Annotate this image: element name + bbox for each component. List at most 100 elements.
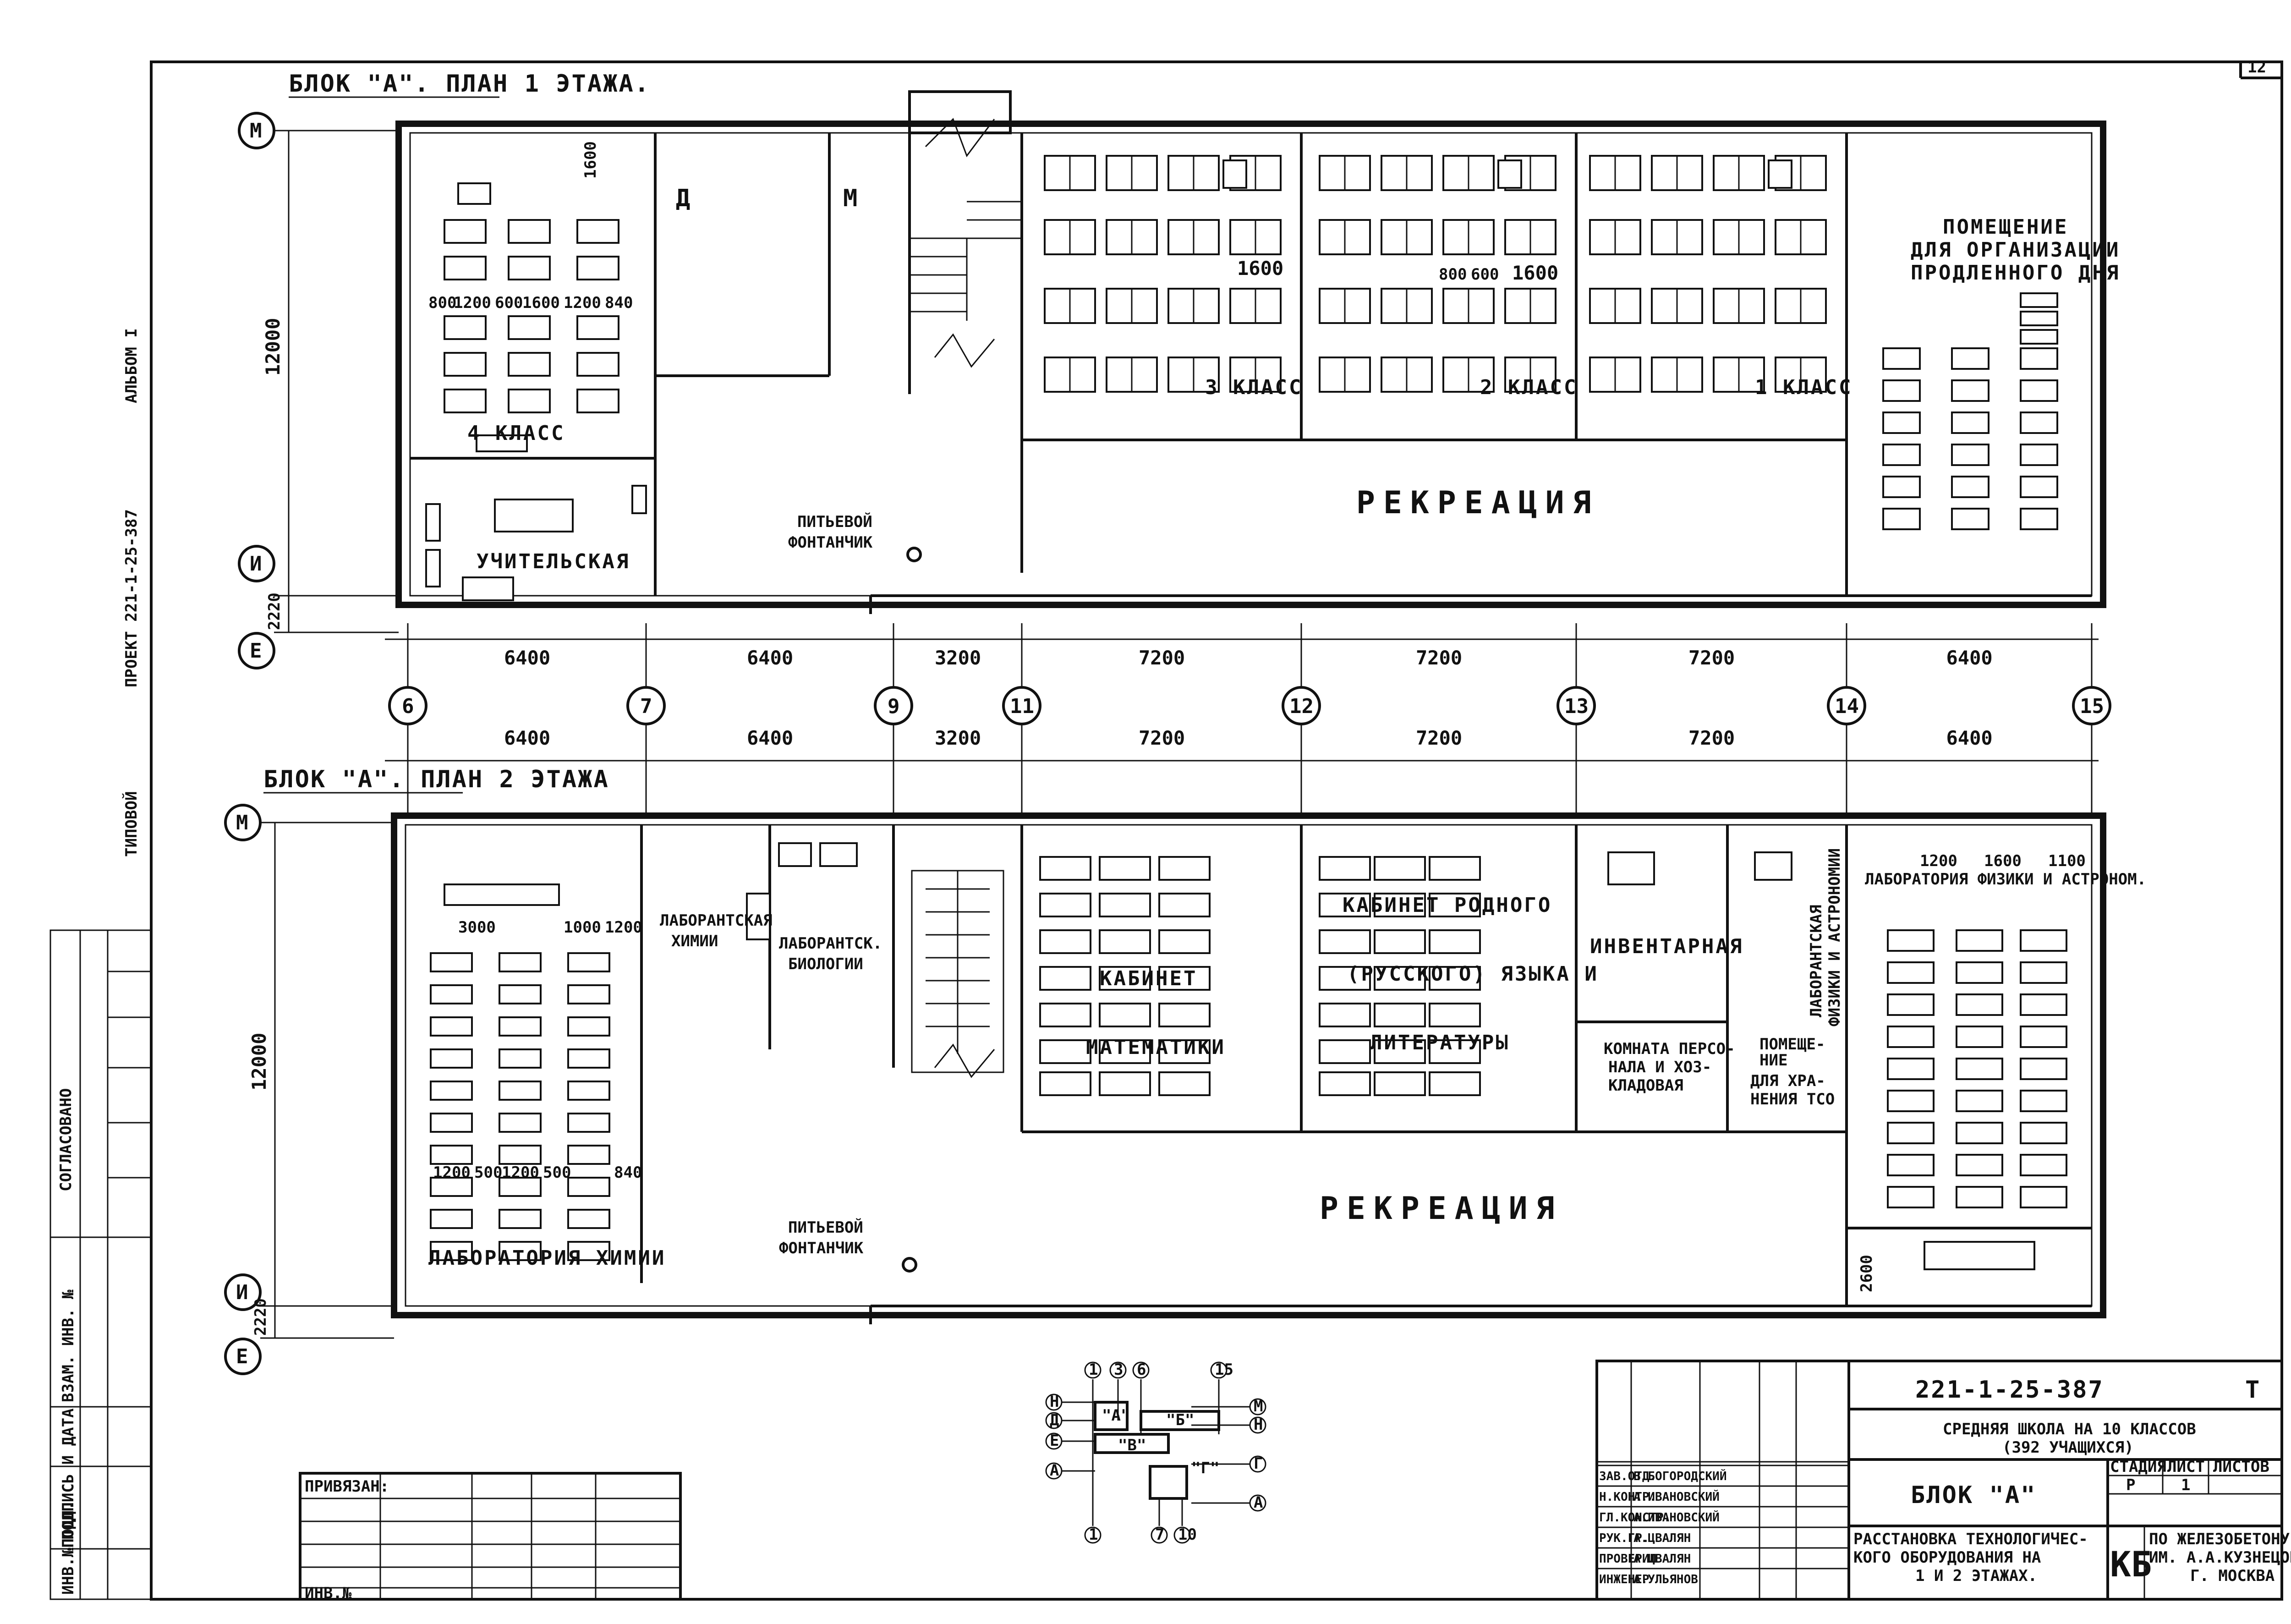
svg-text:"А": "А" bbox=[1102, 1406, 1130, 1425]
inv-orig-label: ИНВ.№ПОДЛ. bbox=[59, 1501, 77, 1595]
desc-line2: КОГО ОБОРУДОВАНИЯ НА bbox=[1853, 1548, 2041, 1567]
key-axis-label: Е bbox=[1050, 1432, 1059, 1450]
svg-text:1200: 1200 bbox=[502, 1163, 539, 1182]
project-code: 221-1-25-387 bbox=[1915, 1376, 2104, 1404]
key-axis-label: Н bbox=[1050, 1393, 1059, 1411]
agreed-label: СОГЛАСОВАНО bbox=[57, 1088, 75, 1191]
cleaner-line1: КОМНАТА ПЕРСО- bbox=[1604, 1040, 1735, 1058]
axis-bubble bbox=[1002, 686, 1041, 725]
svg-text:840: 840 bbox=[614, 1163, 642, 1182]
ext-day-line1: ПОМЕЩЕНИЕ bbox=[1943, 215, 2068, 239]
key-axis-label: 1 bbox=[1089, 1361, 1098, 1379]
key-axis-label: М bbox=[1254, 1397, 1263, 1416]
math-line1: КАБИНЕТ bbox=[1100, 967, 1197, 990]
key-axis-label: А bbox=[1254, 1493, 1263, 1512]
room-class2: 2 КЛАСС bbox=[1480, 376, 1578, 399]
russian-line3: ЛИТЕРАТУРЫ bbox=[1370, 1031, 1510, 1054]
staff-role: ЗАВ.ОТД. bbox=[1599, 1470, 1656, 1483]
russian-line1: КАБИНЕТ РОДНОГО bbox=[1343, 894, 1552, 917]
span-lower: 7200 bbox=[1416, 727, 1462, 749]
bio-prep-line2: БИОЛОГИИ bbox=[788, 955, 863, 973]
axis-label: 14 bbox=[1835, 695, 1859, 718]
room-teachers: УЧИТЕЛЬСКАЯ bbox=[477, 550, 630, 573]
axis-bubble bbox=[1827, 686, 1866, 725]
svg-text:М: М bbox=[250, 119, 262, 143]
students-count: (392 УЧАЩИХСЯ) bbox=[2002, 1438, 2134, 1457]
svg-text:1000: 1000 bbox=[564, 918, 601, 937]
sheet-label: ЛИСТ bbox=[2167, 1458, 2205, 1476]
axis-label: 7 bbox=[640, 695, 652, 718]
key-axis-label: Г bbox=[1254, 1454, 1263, 1473]
key-axis-label: Н bbox=[1254, 1416, 1263, 1434]
span-lower: 6400 bbox=[747, 727, 793, 749]
key-axis-bubble bbox=[1084, 1361, 1102, 1379]
room-class4: 4 КЛАСС bbox=[467, 422, 565, 445]
recreation-floor2: РЕКРЕАЦИЯ bbox=[1320, 1191, 1562, 1227]
math-line2: МАТЕМАТИКИ bbox=[1086, 1036, 1226, 1059]
staff-name: А.УЛЬЯНОВ bbox=[1633, 1573, 1698, 1586]
axis-i-floor1 bbox=[238, 545, 275, 582]
span-lower: 3200 bbox=[935, 727, 981, 749]
sheet-frame bbox=[150, 60, 2283, 1601]
school-name: СРЕДНЯЯ ШКОЛА НА 10 КЛАССОВ bbox=[1943, 1420, 2196, 1438]
room-class1: 1 КЛАСС bbox=[1755, 376, 1853, 399]
inv-label: ИНВ.№ bbox=[305, 1584, 352, 1602]
room-inventory: ИНВЕНТАРНАЯ bbox=[1590, 935, 1743, 958]
svg-text:1200: 1200 bbox=[454, 294, 491, 312]
room-chem-lab: ЛАБОРАТОРИЯ ХИМИИ bbox=[428, 1246, 666, 1270]
key-axis-bubble bbox=[1173, 1526, 1191, 1544]
plan2-title: БЛОК "А". ПЛАН 2 ЭТАЖА bbox=[263, 766, 609, 793]
fountain1-line2: ФОНТАНЧИК bbox=[788, 533, 873, 552]
axis-e-floor2 bbox=[224, 1338, 262, 1375]
staff-name: А.ИВАНОВСКИЙ bbox=[1633, 1489, 1720, 1504]
svg-text:800: 800 bbox=[1439, 265, 1467, 284]
axis-e-floor1 bbox=[238, 632, 275, 669]
fountain2-line1: ПИТЬЕВОЙ bbox=[788, 1218, 863, 1237]
span-lower: 6400 bbox=[1946, 727, 1993, 749]
av-line1: ПОМЕЩЕ- bbox=[1759, 1035, 1825, 1053]
plan-floor-1: БЛОК "А". ПЛАН 1 ЭТАЖА. bbox=[238, 70, 2118, 669]
sign-date-label: ПОДПИСЬ И ДАТА bbox=[59, 1408, 77, 1540]
axis-bubble bbox=[1557, 686, 1596, 725]
title-block: ЗАВ.ОТД.В.БОГОРОДСКИЙН.КОНТР.А.ИВАНОВСКИ… bbox=[299, 1360, 2291, 1602]
span-upper: 7200 bbox=[1688, 647, 1735, 669]
room-phys-lab: ЛАБОРАТОРИЯ ФИЗИКИ И АСТРОНОМ. bbox=[1865, 870, 2146, 889]
key-axis-label: Д bbox=[1050, 1411, 1059, 1429]
svg-text:1100: 1100 bbox=[2048, 852, 2086, 870]
staff-name: А.ЦВАЛЯН bbox=[1633, 1531, 1691, 1545]
svg-text:1600: 1600 bbox=[522, 294, 560, 312]
key-axis-label: 15 bbox=[1215, 1361, 1233, 1379]
stage-label: СТАДИЯ bbox=[2110, 1458, 2166, 1476]
staff-name: А.ИВАНОВСКИЙ bbox=[1633, 1510, 1720, 1525]
type-label: ТИПОВОЙ bbox=[122, 791, 141, 857]
axis-label: 11 bbox=[1010, 695, 1034, 718]
room-m: М bbox=[843, 185, 859, 212]
svg-text:500: 500 bbox=[543, 1163, 571, 1182]
key-axis-bubble bbox=[1210, 1361, 1228, 1379]
fountain1-line1: ПИТЬЕВОЙ bbox=[797, 512, 872, 531]
span-upper: 3200 bbox=[935, 647, 981, 669]
sheet-type: Т bbox=[2245, 1376, 2261, 1404]
replace-inv-label: ВЗАМ. ИНВ. № bbox=[59, 1289, 77, 1402]
phys-prep-line1: ЛАБОРАНТСКАЯ bbox=[1807, 905, 1825, 1017]
svg-text:1200: 1200 bbox=[433, 1163, 471, 1182]
svg-text:800: 800 bbox=[428, 294, 456, 312]
org-line1: ПО ЖЕЛЕЗОБЕТОНУ bbox=[2149, 1530, 2290, 1548]
axis-bubble bbox=[874, 686, 913, 725]
svg-text:И: И bbox=[236, 1281, 248, 1304]
room-class3: 3 КЛАСС bbox=[1205, 376, 1303, 399]
fountain2-line2: ФОНТАНЧИК bbox=[779, 1239, 864, 1257]
svg-text:М: М bbox=[236, 811, 248, 834]
staff-role: ПРОВЕРИЛ bbox=[1599, 1552, 1656, 1566]
stage-value: Р bbox=[2126, 1476, 2135, 1494]
plan1-small-dim: 2220 bbox=[265, 593, 284, 630]
key-axis-label: 10 bbox=[1178, 1525, 1197, 1544]
axis-label: 6 bbox=[402, 695, 414, 718]
span-upper: 6400 bbox=[504, 647, 550, 669]
svg-text:600: 600 bbox=[495, 294, 523, 312]
axis-bubble bbox=[1282, 686, 1321, 725]
staff-name: А.ЦВАЛЯН bbox=[1633, 1552, 1691, 1566]
svg-text:3000: 3000 bbox=[458, 918, 496, 937]
